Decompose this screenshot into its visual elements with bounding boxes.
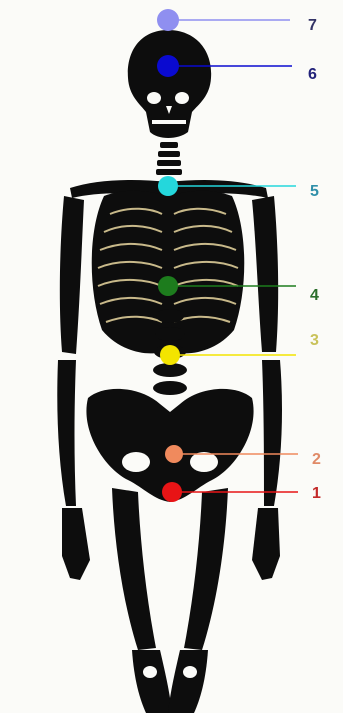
right-thigh	[184, 488, 228, 650]
left-hand	[62, 508, 90, 580]
chakra-label-4: 4	[310, 287, 319, 304]
chakra-label-3: 3	[310, 332, 319, 349]
chakra-label-1: 1	[312, 485, 321, 502]
chakra-label-6: 6	[308, 66, 317, 83]
left-knee	[132, 650, 172, 713]
chakra-label-5: 5	[310, 183, 319, 200]
chakra-dot-5	[158, 176, 178, 196]
right-hand	[252, 508, 280, 580]
chakra-dot-3	[160, 345, 180, 365]
right-upper-arm	[252, 196, 278, 352]
left-forearm	[57, 360, 76, 506]
chakra-point-7: 7	[157, 9, 317, 34]
chakra-dot-2	[165, 445, 183, 463]
cervical-spine	[156, 142, 182, 175]
right-knee	[168, 650, 208, 713]
chakra-dot-4	[158, 276, 178, 296]
skeleton-illustration	[57, 30, 282, 713]
chakra-dot-1	[162, 482, 182, 502]
right-forearm	[262, 360, 282, 506]
chakra-dot-7	[157, 9, 179, 31]
chakra-dot-6	[157, 55, 179, 77]
chakra-label-7: 7	[308, 17, 317, 34]
left-thigh	[112, 488, 156, 650]
left-upper-arm	[60, 196, 84, 354]
chakra-label-2: 2	[312, 451, 321, 468]
